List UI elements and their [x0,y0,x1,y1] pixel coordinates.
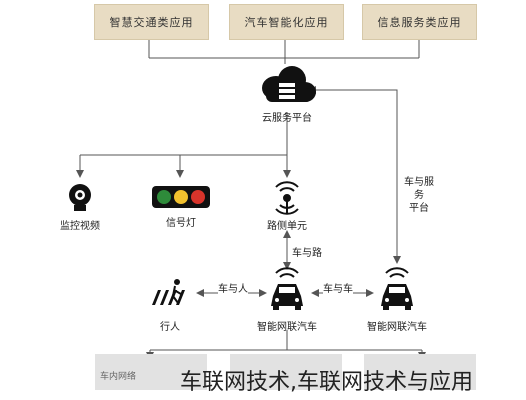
camera-icon [69,184,91,211]
camera-label: 监控视频 [60,221,100,232]
vehicle-app-label: 汽车智能化应用 [244,16,329,29]
right-car-icon [381,267,413,310]
traffic-app-label: 智慧交通类应用 [109,16,194,29]
bottom-box-in-vehicle [95,354,207,390]
edge-label-v2c: 车与服务 平台 [400,176,438,215]
pedestrian-icon [152,279,185,305]
center-car-icon [271,267,303,310]
edge-v2c [308,86,401,264]
right-car-label: 智能网联汽车 [367,322,427,333]
edge-label-v2p: 车与人 [218,280,248,295]
roadside-label: 路侧单元 [267,221,307,232]
bottom-box-right [364,354,476,390]
cloud-label: 云服务平台 [262,113,312,124]
bottom-box-middle [230,354,342,390]
traffic-app-box: 智慧交通类应用 [94,4,209,40]
caption-text: 车联网技术,车联网技术与应用 [180,370,473,395]
info-app-box: 信息服务类应用 [362,4,477,40]
in-vehicle-network-label: 车内网络 [100,372,137,382]
traffic-light-icon [152,186,210,208]
pedestrian-label: 行人 [160,322,180,333]
cloud-icon [262,66,316,102]
center-car-label: 智能网联汽车 [257,322,317,333]
info-app-label: 信息服务类应用 [377,16,462,29]
vehicle-app-box: 汽车智能化应用 [229,4,344,40]
roadside-unit-icon [275,181,299,215]
edge-label-v2v: 车与车 [323,280,353,295]
edge-label-v2r: 车与路 [292,244,322,259]
signal-label: 信号灯 [166,218,196,229]
